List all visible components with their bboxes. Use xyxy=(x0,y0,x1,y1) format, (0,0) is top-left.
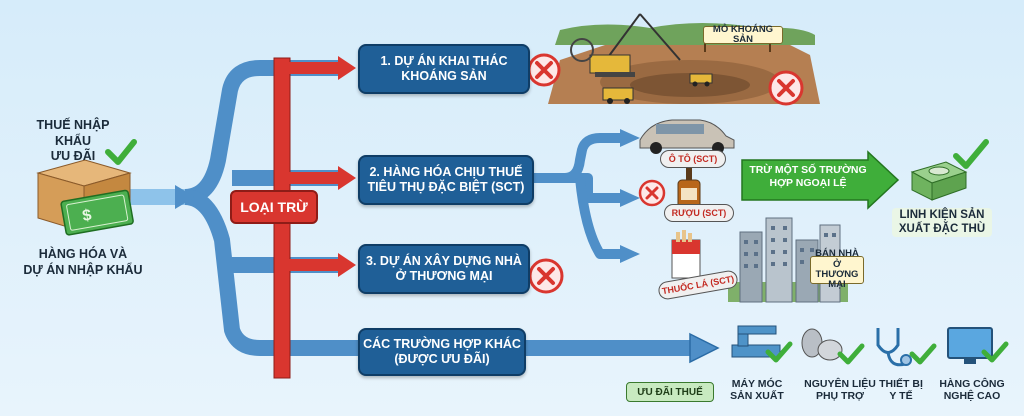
housing-sale-sign: BÁN NHÀ Ở THƯƠNG MẠI xyxy=(810,248,864,290)
incentive-item-medical: THIẾT BỊ Y TẾ xyxy=(879,378,923,403)
import-goods-illustration: $ xyxy=(36,159,134,236)
commercial-housing-box: 3. DỰ ÁN XÂY DỰNG NHÀ Ở THƯƠNG MẠI xyxy=(358,244,530,294)
liquor-sct-label: RƯỢU (SCT) xyxy=(664,204,734,222)
materials-check-icon xyxy=(837,343,865,365)
incentive-item-hightech: HÀNG CÔNG NGHỆ CAO xyxy=(939,378,1005,403)
x-icon-mine-scene xyxy=(768,70,804,106)
car-icon xyxy=(639,119,735,154)
special-component-icon xyxy=(910,161,968,201)
incentive-item-materials: NGUYÊN LIỆU PHỤ TRỢ xyxy=(804,378,876,403)
incentive-item-machinery: MÁY MÓC SẢN XUẤT xyxy=(730,378,784,403)
exception-arrow-label: TRỪ MỘT SỐ TRƯỜNG HỢP NGOẠI LỆ xyxy=(749,164,867,190)
medical-check-icon xyxy=(909,343,937,365)
x-icon-mining xyxy=(527,53,561,87)
x-icon-housing xyxy=(528,258,564,294)
car-sct-label: Ô TÔ (SCT) xyxy=(660,150,726,168)
svg-text:$: $ xyxy=(81,207,93,225)
source-check-icon xyxy=(105,139,137,165)
other-cases-box: CÁC TRƯỜNG HỢP KHÁC (ĐƯỢC ƯU ĐÃI) xyxy=(358,328,526,376)
machinery-check-icon xyxy=(765,341,793,363)
apartment-buildings-illustration xyxy=(728,217,848,303)
mine-sign: MỎ KHOÁNG SẢN xyxy=(703,24,783,45)
material-rolls-icon xyxy=(801,328,843,361)
hightech-check-icon xyxy=(981,341,1009,363)
special-component-check-icon xyxy=(953,139,989,169)
monitor-icon xyxy=(947,327,993,364)
preferential-tax-label: THUẾ NHẬP KHẨU ƯU ĐÃI xyxy=(36,118,110,164)
exception-arrow xyxy=(741,150,900,210)
stethoscope-icon xyxy=(876,328,912,367)
cigarette-pack-icon xyxy=(671,230,701,279)
mining-project-box: 1. DỰ ÁN KHAI THÁC KHOÁNG SẢN xyxy=(358,44,530,94)
tax-incentive-label: ƯU ĐÃI THUẾ xyxy=(626,382,714,402)
exclusion-label: LOẠI TRỪ xyxy=(230,190,318,224)
x-icon-liquor xyxy=(638,179,666,207)
sct-goods-box: 2. HÀNG HÓA CHỊU THUẾ TIÊU THỤ ĐẶC BIỆT … xyxy=(358,155,534,205)
mine-scene-illustration xyxy=(548,13,820,104)
liquor-bottle-icon xyxy=(677,168,701,211)
imported-goods-label: HÀNG HÓA VÀ DỰ ÁN NHẬP KHẨU xyxy=(23,247,143,277)
special-parts-label: LINH KIỆN SẢN XUẤT ĐẶC THÙ xyxy=(892,208,992,237)
